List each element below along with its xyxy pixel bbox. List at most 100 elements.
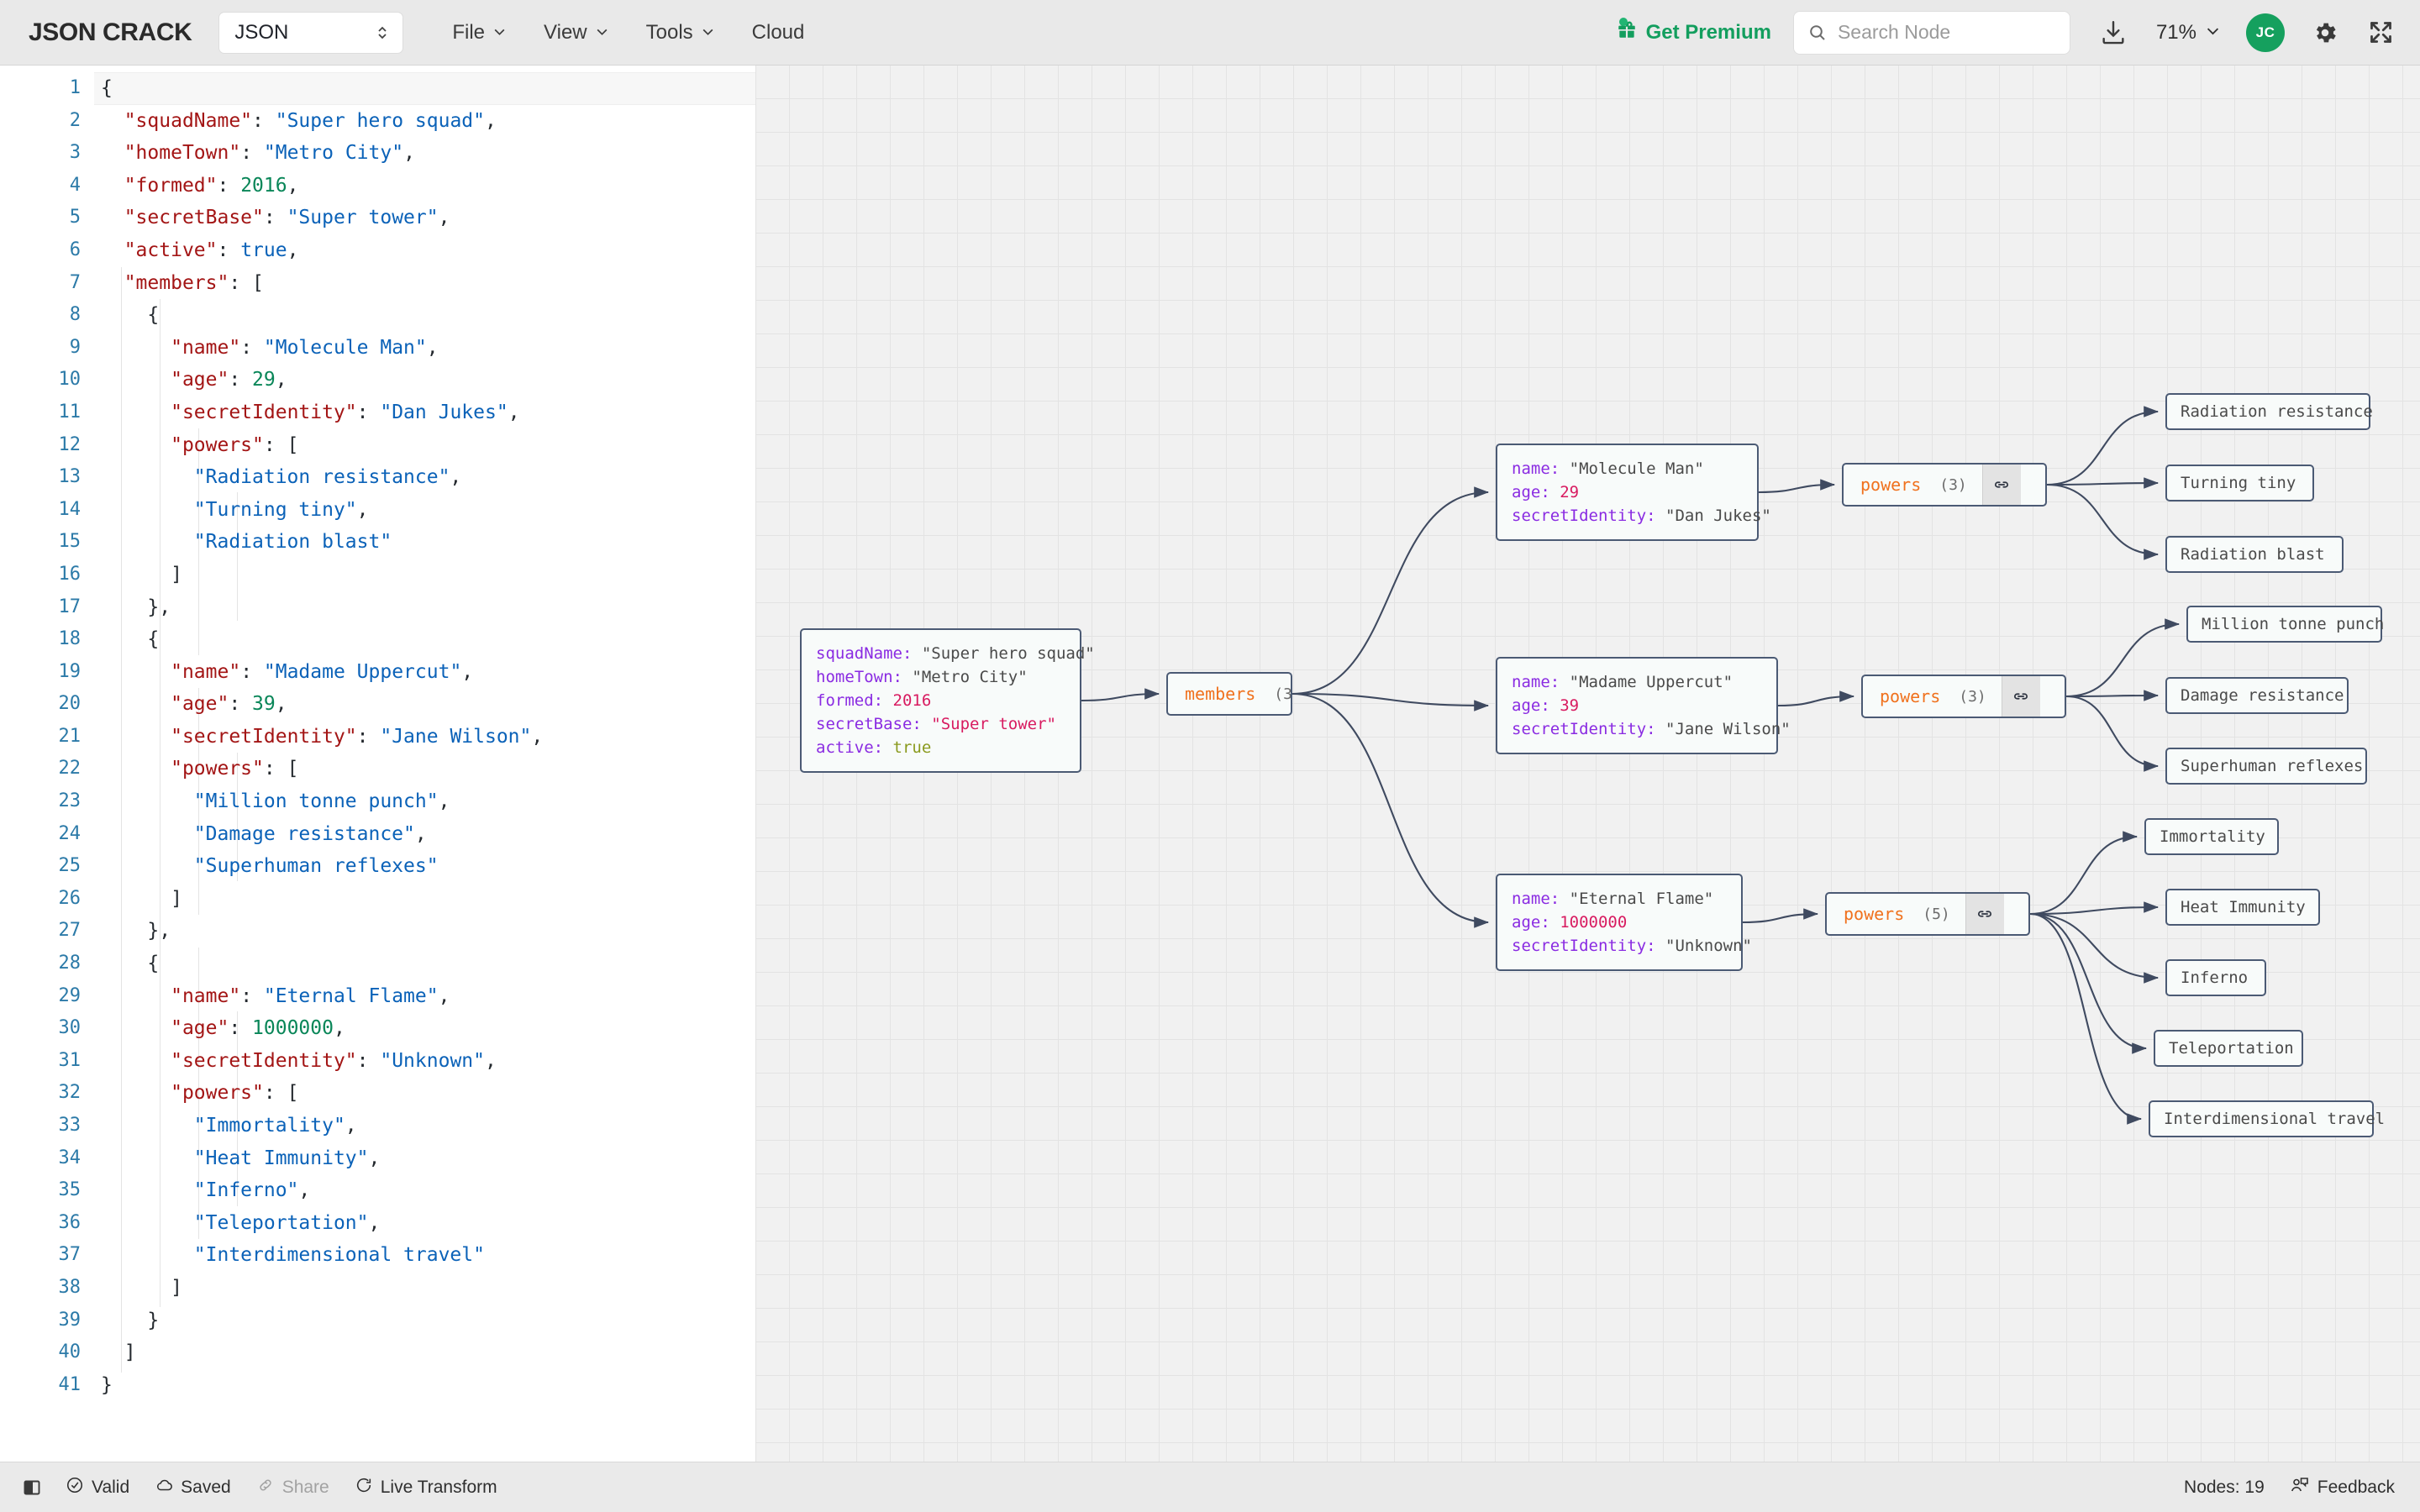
menu-tools[interactable]: Tools bbox=[628, 13, 734, 53]
menu-file[interactable]: File bbox=[434, 13, 525, 53]
graph-node-leaf[interactable]: Radiation resistance bbox=[2165, 393, 2373, 430]
zoom-control[interactable]: 71% bbox=[2156, 21, 2221, 45]
editor-code-line[interactable]: "squadName": "Super hero squad", bbox=[101, 105, 755, 138]
graph-node-key: powers bbox=[1880, 686, 1941, 706]
editor-code-line[interactable]: ] bbox=[101, 1336, 755, 1369]
editor-code-line[interactable]: "active": true, bbox=[101, 234, 755, 267]
status-valid[interactable]: Valid bbox=[66, 1476, 129, 1499]
editor-code-line[interactable]: "Radiation blast" bbox=[101, 526, 755, 559]
graph-node-leaf[interactable]: Teleportation bbox=[2154, 1030, 2303, 1067]
editor-code[interactable]: { "squadName": "Super hero squad", "home… bbox=[101, 72, 755, 1401]
get-premium-button[interactable]: Get Premium bbox=[1616, 18, 1771, 46]
editor-code-line[interactable]: "Superhuman reflexes" bbox=[101, 850, 755, 883]
editor-code-line[interactable]: "Inferno", bbox=[101, 1174, 755, 1207]
code-token: "age" bbox=[171, 1017, 229, 1040]
editor-code-line[interactable]: }, bbox=[101, 915, 755, 948]
editor-code-line[interactable]: "Interdimensional travel" bbox=[101, 1239, 755, 1272]
code-token bbox=[101, 531, 194, 553]
editor-code-line[interactable]: "Turning tiny", bbox=[101, 494, 755, 527]
app-logo[interactable]: JSON CRACK bbox=[29, 18, 192, 46]
editor-code-line[interactable]: ] bbox=[101, 1272, 755, 1305]
editor-code-line[interactable]: "Heat Immunity", bbox=[101, 1142, 755, 1175]
graph-edge bbox=[2065, 695, 2160, 772]
editor-code-line[interactable]: "age": 1000000, bbox=[101, 1012, 755, 1045]
editor-code-line[interactable]: "age": 39, bbox=[101, 688, 755, 721]
editor-code-line[interactable]: "powers": [ bbox=[101, 1077, 755, 1110]
code-token: , bbox=[426, 336, 439, 359]
graph-node-key: secretIdentity: bbox=[1512, 720, 1666, 738]
editor-code-line[interactable]: "secretBase": "Super tower", bbox=[101, 202, 755, 234]
editor-line-number: 2 bbox=[69, 109, 81, 131]
avatar[interactable]: JC bbox=[2246, 13, 2285, 52]
editor-code-line[interactable]: "secretIdentity": "Unknown", bbox=[101, 1045, 755, 1078]
code-token: 2016 bbox=[240, 174, 287, 197]
editor-code-line[interactable]: "Million tonne punch", bbox=[101, 785, 755, 818]
editor-code-line[interactable]: "members": [ bbox=[101, 267, 755, 300]
status-share[interactable]: Share bbox=[256, 1476, 329, 1499]
editor-code-line[interactable]: "formed": 2016, bbox=[101, 170, 755, 202]
editor-code-line[interactable]: "homeTown": "Metro City", bbox=[101, 137, 755, 170]
status-live-transform[interactable]: Live Transform bbox=[355, 1476, 497, 1499]
editor-code-line[interactable]: { bbox=[101, 72, 755, 105]
editor-code-line[interactable]: { bbox=[101, 299, 755, 332]
graph-node-leaf[interactable]: Inferno bbox=[2165, 959, 2266, 996]
link-icon[interactable] bbox=[2001, 676, 2040, 717]
fullscreen-icon[interactable] bbox=[2367, 18, 2395, 46]
graph-node-leaf[interactable]: Immortality bbox=[2144, 818, 2279, 855]
editor-code-line[interactable]: "powers": [ bbox=[101, 429, 755, 462]
editor-code-line[interactable]: { bbox=[101, 948, 755, 980]
editor-code-line[interactable]: } bbox=[101, 1369, 755, 1402]
editor-line-number: 36 bbox=[58, 1211, 82, 1233]
editor-code-line[interactable]: { bbox=[101, 623, 755, 656]
graph-node-leaf[interactable]: Interdimensional travel bbox=[2149, 1100, 2385, 1137]
menu-cloud[interactable]: Cloud bbox=[734, 13, 823, 53]
download-icon[interactable] bbox=[2099, 18, 2128, 47]
graph-node-object[interactable]: squadName: "Super hero squad"homeTown: "… bbox=[800, 628, 1095, 773]
code-token: , bbox=[484, 109, 497, 132]
feedback-button[interactable]: Feedback bbox=[2290, 1475, 2395, 1500]
panel-toggle-icon[interactable] bbox=[22, 1478, 42, 1498]
editor-code-line[interactable]: } bbox=[101, 1305, 755, 1337]
graph-node-parent[interactable]: powers(3) bbox=[1842, 463, 2047, 507]
gear-icon[interactable] bbox=[2312, 19, 2338, 46]
graph-node-leaf[interactable]: Turning tiny bbox=[2165, 465, 2314, 501]
search-node-box[interactable]: Search Node bbox=[1792, 10, 2070, 55]
link-icon[interactable] bbox=[1981, 465, 2021, 505]
graph-node-parent[interactable]: powers(5) bbox=[1825, 892, 2030, 936]
editor-code-line[interactable]: "age": 29, bbox=[101, 364, 755, 396]
editor-code-line[interactable]: "powers": [ bbox=[101, 753, 755, 785]
graph-node-leaf[interactable]: Damage resistance bbox=[2165, 677, 2349, 714]
editor-code-line[interactable]: "Radiation resistance", bbox=[101, 461, 755, 494]
editor-line-number: 17 bbox=[58, 596, 82, 617]
editor-code-line[interactable]: }, bbox=[101, 591, 755, 624]
editor-code-line[interactable]: "name": "Molecule Man", bbox=[101, 332, 755, 365]
menu-view[interactable]: View bbox=[525, 13, 628, 53]
editor-code-line[interactable]: "secretIdentity": "Jane Wilson", bbox=[101, 721, 755, 753]
editor-code-line[interactable]: "Teleportation", bbox=[101, 1207, 755, 1240]
menu-file-label: File bbox=[452, 20, 486, 44]
editor-code-line[interactable]: ] bbox=[101, 883, 755, 916]
editor-code-line[interactable]: "Damage resistance", bbox=[101, 818, 755, 851]
graph-node-key: formed: bbox=[816, 691, 893, 710]
editor-code-line[interactable]: "name": "Madame Uppercut", bbox=[101, 656, 755, 689]
editor-code-line[interactable]: "Immortality", bbox=[101, 1110, 755, 1142]
graph-node-parent[interactable]: powers(3) bbox=[1861, 675, 2066, 718]
search-input[interactable]: Search Node bbox=[1837, 21, 1951, 43]
editor-code-line[interactable]: ] bbox=[101, 559, 755, 591]
format-select[interactable]: JSON bbox=[218, 11, 404, 54]
graph-node-leaf[interactable]: Heat Immunity bbox=[2165, 889, 2320, 926]
graph-node-leaf[interactable]: Superhuman reflexes bbox=[2165, 748, 2367, 785]
status-saved[interactable]: Saved bbox=[155, 1476, 231, 1499]
link-icon[interactable] bbox=[1965, 894, 2004, 934]
graph-node-leaf[interactable]: Million tonne punch bbox=[2186, 606, 2384, 643]
graph-node-parent[interactable]: members(3) bbox=[1166, 672, 1292, 716]
editor-code-line[interactable]: "secretIdentity": "Dan Jukes", bbox=[101, 396, 755, 429]
graph-canvas[interactable]: squadName: "Super hero squad"homeTown: "… bbox=[756, 66, 2420, 1462]
editor-code-line[interactable]: "name": "Eternal Flame", bbox=[101, 980, 755, 1013]
graph-node-leaf[interactable]: Radiation blast bbox=[2165, 536, 2344, 573]
code-token: "Immortality" bbox=[193, 1115, 345, 1137]
